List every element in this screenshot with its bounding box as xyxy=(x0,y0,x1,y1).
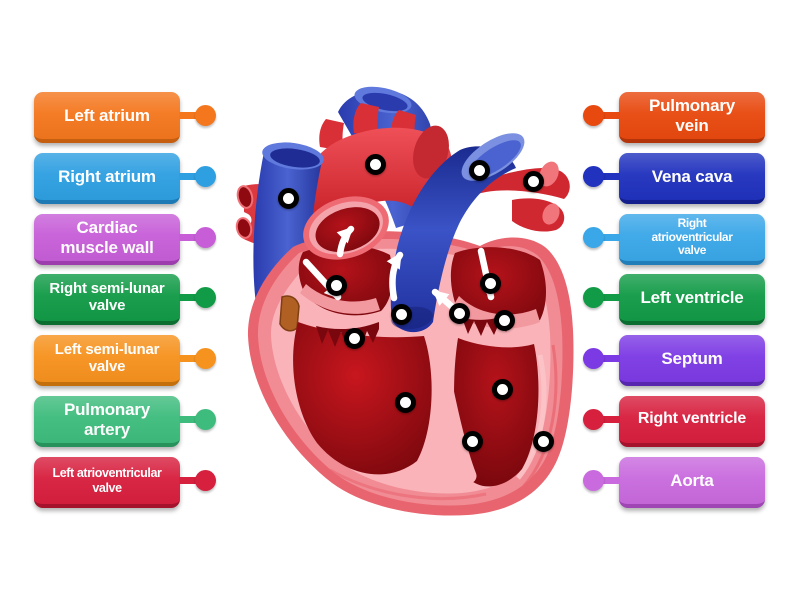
vessel-stub-shape xyxy=(279,295,300,332)
connector-stem xyxy=(179,416,205,423)
connector-dot xyxy=(583,105,604,126)
label-septum[interactable]: Septum xyxy=(583,335,765,386)
answer-marker-12[interactable] xyxy=(491,378,513,400)
label-line: Pulmonary xyxy=(63,400,151,420)
label-aorta[interactable]: Aorta xyxy=(583,457,765,508)
connector-stem xyxy=(594,173,620,180)
label-line: atrioventricular xyxy=(651,229,733,244)
label-line: Right ventricle xyxy=(637,410,747,428)
answer-marker-4[interactable] xyxy=(522,170,544,192)
connector-stem xyxy=(179,173,205,180)
answer-marker-11[interactable] xyxy=(394,391,416,413)
connector-dot xyxy=(583,287,604,308)
label-vena-cava[interactable]: Vena cava xyxy=(583,153,765,204)
answer-marker-3[interactable] xyxy=(468,159,490,181)
label-left-atrium[interactable]: Left atrium xyxy=(34,92,216,143)
connector-dot xyxy=(195,348,216,369)
label-line: Pulmonary xyxy=(648,96,736,116)
vena-cava-shape xyxy=(253,142,324,316)
answer-marker-14[interactable] xyxy=(532,430,554,452)
label-line: Left atrioventricular xyxy=(52,466,162,481)
label-line: Right xyxy=(677,216,707,231)
connector-dot xyxy=(583,227,604,248)
pulmonary-artery-shape xyxy=(390,133,525,333)
connector-dot xyxy=(583,409,604,430)
connector-stem xyxy=(179,294,205,301)
connector-stem xyxy=(179,355,205,362)
connector-stem xyxy=(179,477,205,484)
aorta-opening-shape xyxy=(303,196,389,260)
answer-marker-7[interactable] xyxy=(390,303,412,325)
connector-dot xyxy=(583,348,604,369)
connector-stem xyxy=(594,294,620,301)
answer-marker-6[interactable] xyxy=(479,272,501,294)
label-line: Right semi-lunar xyxy=(49,279,165,297)
connector-stem xyxy=(594,234,620,241)
connector-dot xyxy=(195,227,216,248)
connector-stem xyxy=(594,355,620,362)
connector-dot xyxy=(195,409,216,430)
connector-stem xyxy=(179,234,205,241)
heart-body-shape xyxy=(247,231,574,516)
label-line: Left ventricle xyxy=(640,287,744,307)
answer-marker-2[interactable] xyxy=(364,153,386,175)
label-line: Septum xyxy=(661,348,723,368)
label-line: Vena cava xyxy=(651,166,733,186)
flow-arrows xyxy=(302,225,496,315)
answer-marker-1[interactable] xyxy=(277,187,299,209)
connector-dot xyxy=(583,166,604,187)
answer-marker-8[interactable] xyxy=(448,302,470,324)
label-line: valve xyxy=(92,480,122,495)
label-line: Cardiac xyxy=(76,218,138,238)
label-line: valve xyxy=(88,357,126,375)
answer-marker-9[interactable] xyxy=(493,309,515,331)
label-line: valve xyxy=(677,243,707,258)
label-line: Left semi-lunar xyxy=(54,340,160,358)
connector-stem xyxy=(179,112,205,119)
label-line: Left atrium xyxy=(64,105,150,125)
label-line: muscle wall xyxy=(60,237,154,257)
label-line: Right atrium xyxy=(58,166,156,186)
answer-marker-13[interactable] xyxy=(461,430,483,452)
label-left-ventricle[interactable]: Left ventricle xyxy=(583,274,765,325)
connector-dot xyxy=(583,470,604,491)
superior-vena-cava-shape xyxy=(338,86,448,228)
label-right-ventricle[interactable]: Right ventricle xyxy=(583,396,765,447)
label-right-atrium[interactable]: Right atrium xyxy=(34,153,216,204)
connector-stem xyxy=(594,112,620,119)
answer-marker-10[interactable] xyxy=(343,327,365,349)
label-line: valve xyxy=(88,296,126,314)
label-line: vein xyxy=(675,115,709,135)
label-line: artery xyxy=(83,419,131,439)
answer-marker-5[interactable] xyxy=(325,274,347,296)
aorta-shape xyxy=(295,103,570,238)
connector-stem xyxy=(594,477,620,484)
connector-dot xyxy=(195,105,216,126)
connector-dot xyxy=(195,166,216,187)
label-line: Aorta xyxy=(670,470,714,490)
connector-dot xyxy=(195,287,216,308)
connector-dot xyxy=(195,470,216,491)
connector-stem xyxy=(594,416,620,423)
